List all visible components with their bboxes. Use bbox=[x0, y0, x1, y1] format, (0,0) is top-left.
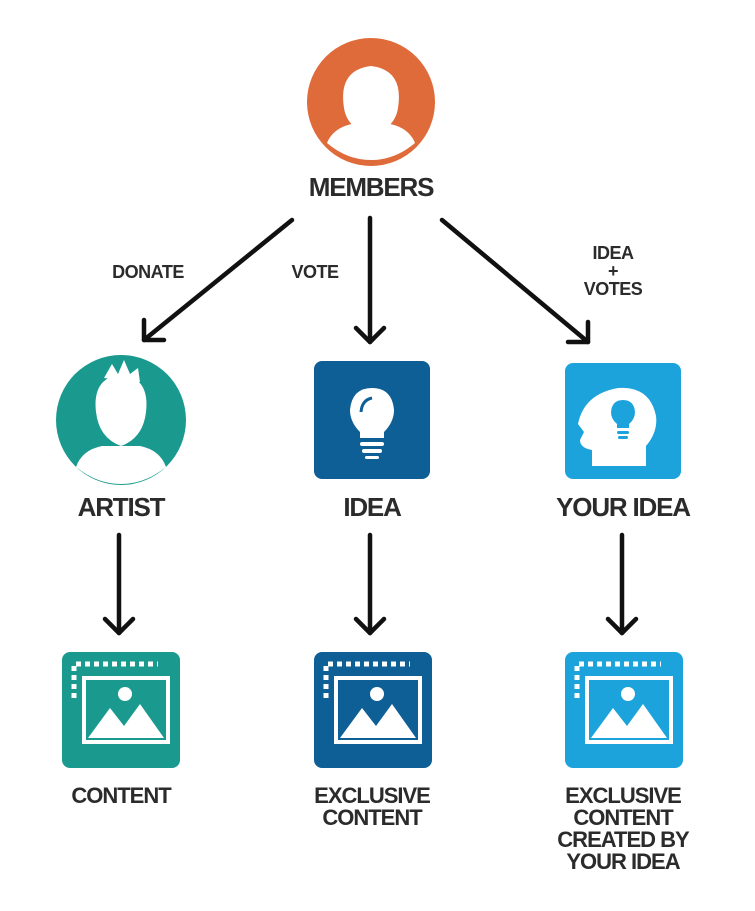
exclusive-content-title: EXCLUSIVE CONTENT bbox=[314, 783, 431, 830]
exclusive-idea-content-square bbox=[565, 652, 683, 768]
content-node bbox=[62, 652, 180, 768]
your-idea-node bbox=[565, 363, 681, 479]
arrow-your-idea-to-exclusive bbox=[605, 532, 639, 636]
artist-title: ARTIST bbox=[77, 492, 166, 522]
exclusive-content-square bbox=[314, 652, 432, 768]
arrow-members-to-your-idea bbox=[439, 217, 591, 345]
person-female-icon bbox=[327, 66, 415, 160]
exclusive-idea-content-title: EXCLUSIVE CONTENT CREATED BY YOUR IDEA bbox=[557, 783, 689, 874]
members-title: MEMBERS bbox=[308, 172, 435, 202]
edge-label-donate: DONATE bbox=[112, 262, 184, 282]
your-idea-title: YOUR IDEA bbox=[556, 492, 691, 522]
arrow-members-to-artist bbox=[141, 217, 295, 343]
lightbulb-icon bbox=[350, 388, 394, 459]
artist-node bbox=[56, 355, 186, 485]
edge-label-idea-votes: IDEA + VOTES bbox=[583, 243, 643, 299]
exclusive-idea-content-node bbox=[565, 652, 683, 768]
edge-label-vote: VOTE bbox=[291, 262, 339, 282]
person-male-icon bbox=[76, 360, 166, 484]
arrow-idea-to-exclusive bbox=[353, 532, 387, 636]
head-lightbulb-icon bbox=[578, 387, 657, 466]
idea-title: IDEA bbox=[343, 492, 402, 522]
exclusive-content-node bbox=[314, 652, 432, 768]
content-title: CONTENT bbox=[71, 783, 171, 808]
arrow-artist-to-content bbox=[102, 532, 136, 636]
content-square bbox=[62, 652, 180, 768]
arrow-members-to-idea bbox=[353, 215, 387, 345]
members-node bbox=[307, 38, 435, 166]
idea-node bbox=[314, 361, 430, 479]
